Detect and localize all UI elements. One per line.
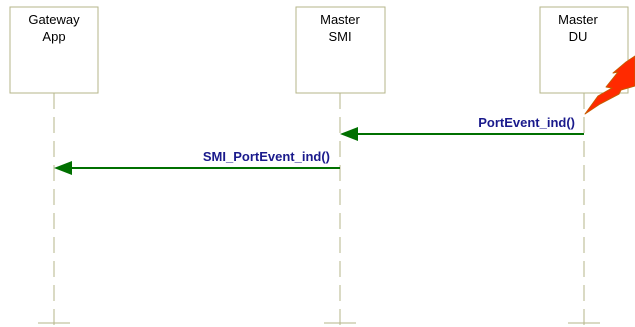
participant-label-line2: App	[42, 29, 65, 44]
participant-gateway-app: Gateway App	[9, 6, 99, 327]
message-port-event-ind: PortEvent_ind()	[340, 115, 584, 141]
message-arrowhead	[54, 161, 72, 175]
lightning-bolt-icon	[584, 55, 635, 115]
participant-box	[9, 6, 99, 94]
participant-label-line1: Master	[320, 12, 360, 27]
message-smi-port-event-ind: SMI_PortEvent_ind()	[54, 149, 340, 175]
participant-label-line1: Master	[558, 12, 598, 27]
participant-label-line1: Gateway	[28, 12, 80, 27]
participant-label-line2: DU	[569, 29, 588, 44]
message-label: SMI_PortEvent_ind()	[203, 149, 330, 164]
message-label: PortEvent_ind()	[478, 115, 575, 130]
message-arrowhead	[340, 127, 358, 141]
participant-label-line2: SMI	[328, 29, 351, 44]
participant-master-smi: Master SMI	[295, 6, 386, 327]
participant-master-du: Master DU	[539, 6, 629, 327]
